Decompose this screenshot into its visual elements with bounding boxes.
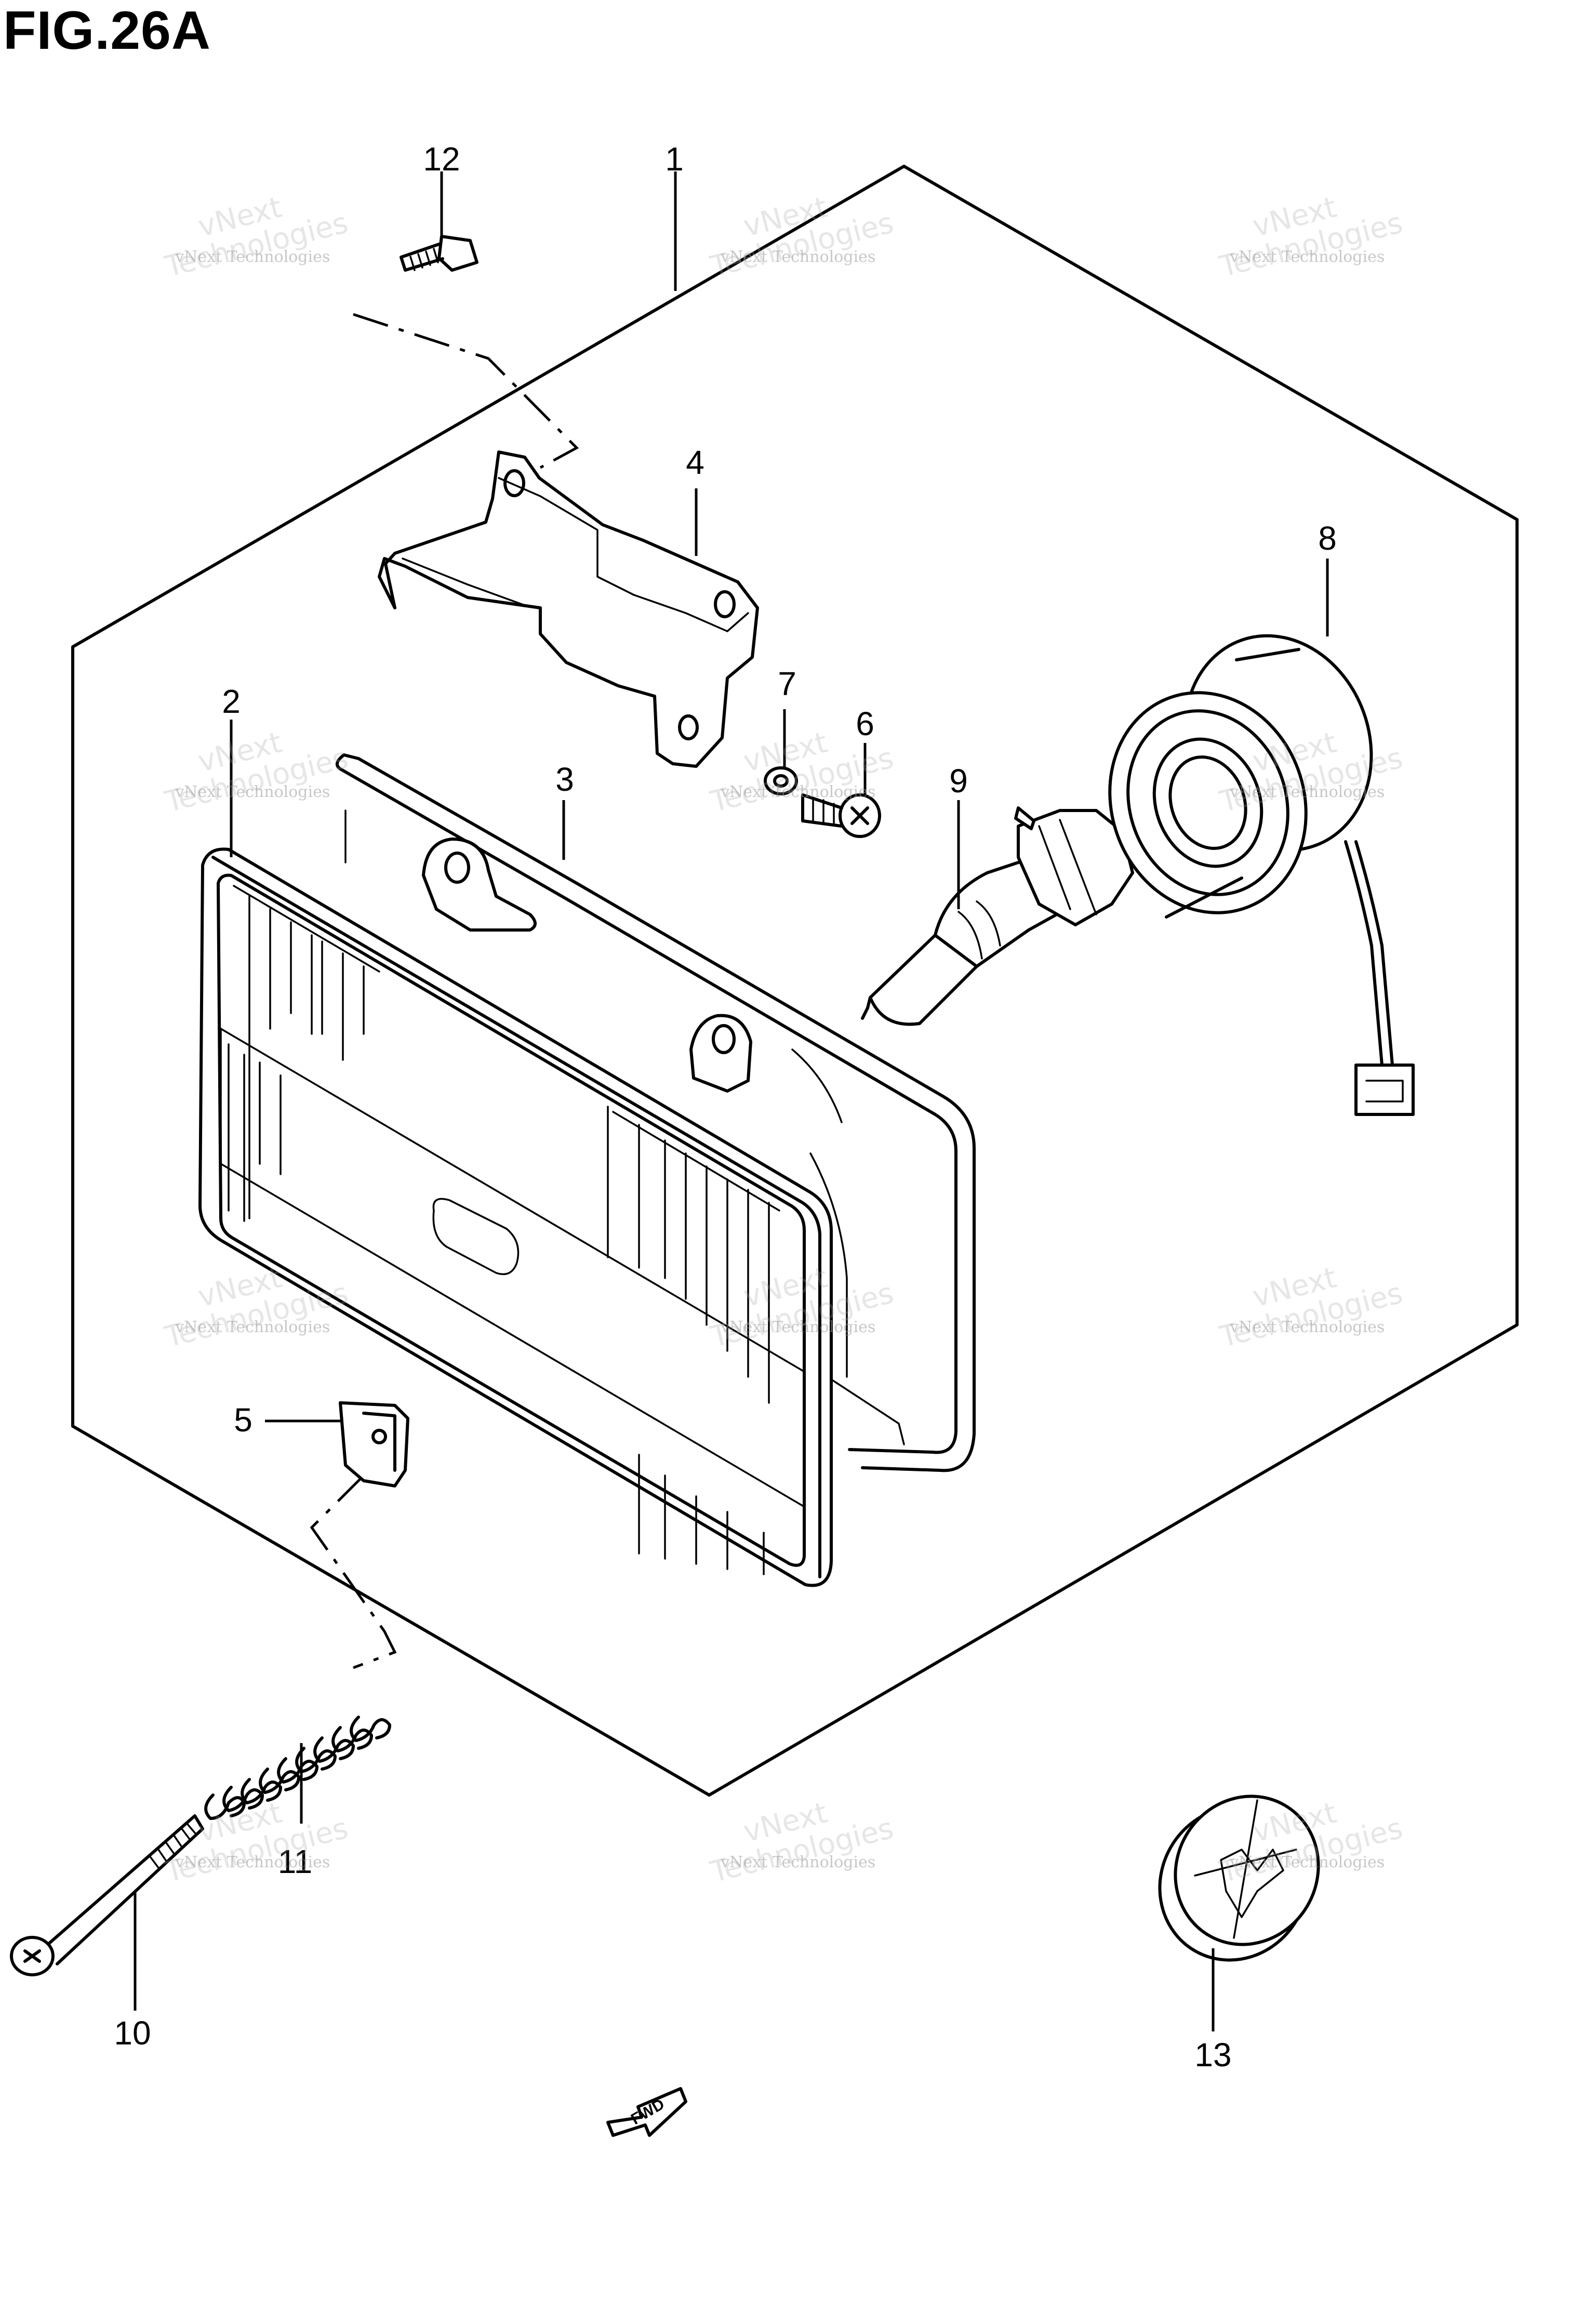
callout-2: 2 <box>222 683 241 720</box>
spring-part-11 <box>204 1716 391 1820</box>
watermark-small-text: vNext Technologies <box>720 1318 875 1336</box>
callout-7: 7 <box>778 665 796 702</box>
watermark-small-text: vNext Technologies <box>175 1853 330 1871</box>
callout-labels: 1 2 3 4 5 6 7 8 9 10 11 12 13 <box>114 140 1336 2074</box>
callout-9: 9 <box>949 762 968 800</box>
watermark-small-text: vNext Technologies <box>720 248 875 266</box>
watermark-small-text: vNext Technologies <box>175 248 330 266</box>
watermark-small-text: vNext Technologies <box>1229 1318 1385 1336</box>
callout-5: 5 <box>234 1401 252 1439</box>
watermark-small-text: vNext Technologies <box>175 1318 330 1336</box>
watermark-small-text: vNext Technologies <box>1229 783 1385 801</box>
clip-part-5 <box>339 1401 409 1487</box>
callout-3: 3 <box>555 761 574 798</box>
housing-part-3 <box>335 753 976 1472</box>
callout-6: 6 <box>856 705 874 742</box>
callout-1: 1 <box>665 140 684 178</box>
callout-13: 13 <box>1194 2036 1231 2074</box>
bracket-part-4 <box>378 450 759 768</box>
cap-part-13 <box>1158 1795 1320 1962</box>
watermark-small-text: vNext Technologies <box>720 783 875 801</box>
watermark-small-text: vNext Technologies <box>1229 248 1385 266</box>
assembly-box-outline <box>71 165 1519 1797</box>
watermark-small-text: vNext Technologies <box>175 783 330 801</box>
dash-dot-lines <box>310 313 579 1669</box>
screw-part-6 <box>801 793 881 838</box>
callout-4: 4 <box>686 444 704 481</box>
forward-direction-marker: FWD <box>606 2087 687 2137</box>
headlight-lens-part-2 <box>198 847 833 1587</box>
watermark-small-text: vNext Technologies <box>720 1853 875 1871</box>
callout-8: 8 <box>1318 520 1337 557</box>
washer-part-7 <box>764 766 798 795</box>
screw-part-12 <box>400 235 478 272</box>
figure-title: FIG.26A <box>3 1 211 61</box>
callout-10: 10 <box>114 2014 151 2052</box>
bulb-part-9 <box>861 806 1134 1026</box>
callout-11: 11 <box>278 1843 312 1880</box>
socket-part-8 <box>1108 634 1415 1116</box>
watermark-small-text: vNext Technologies <box>1229 1853 1385 1871</box>
leader-lines <box>134 171 1329 2031</box>
callout-12: 12 <box>423 140 460 178</box>
screw-part-10 <box>10 1814 204 1976</box>
